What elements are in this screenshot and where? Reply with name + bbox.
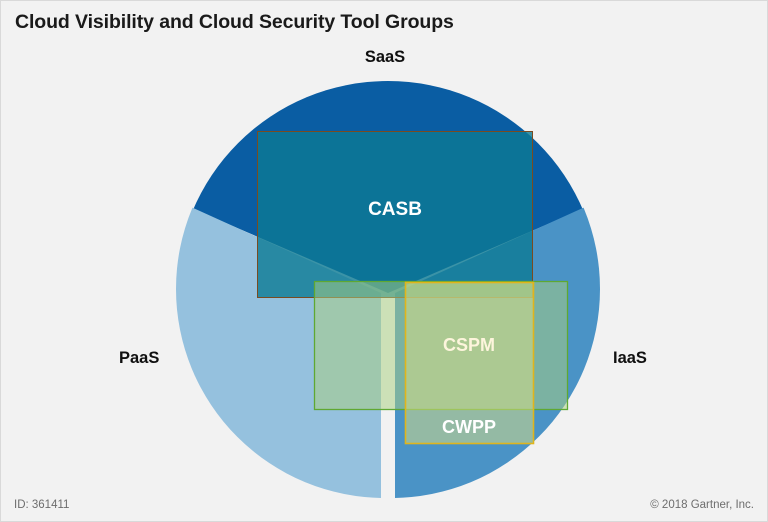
tool-box-casb[interactable] [257,131,533,298]
segment-label-iaas: IaaS [613,349,647,367]
segment-paas [176,197,381,498]
segment-label-paas: PaaS [119,349,160,367]
tool-label-cspm: CSPM [442,335,495,355]
figure-id: ID: 361411 [14,499,70,511]
copyright-notice: © 2018 Gartner, Inc. [650,499,754,511]
page-title: Cloud Visibility and Cloud Security Tool… [15,11,454,33]
tool-label-casb: CASB [368,199,422,220]
segment-label-saas: SaaS [364,48,406,66]
tool-label-cwpp: CWPP [442,417,496,437]
tool-box-cspm[interactable] [404,281,535,445]
